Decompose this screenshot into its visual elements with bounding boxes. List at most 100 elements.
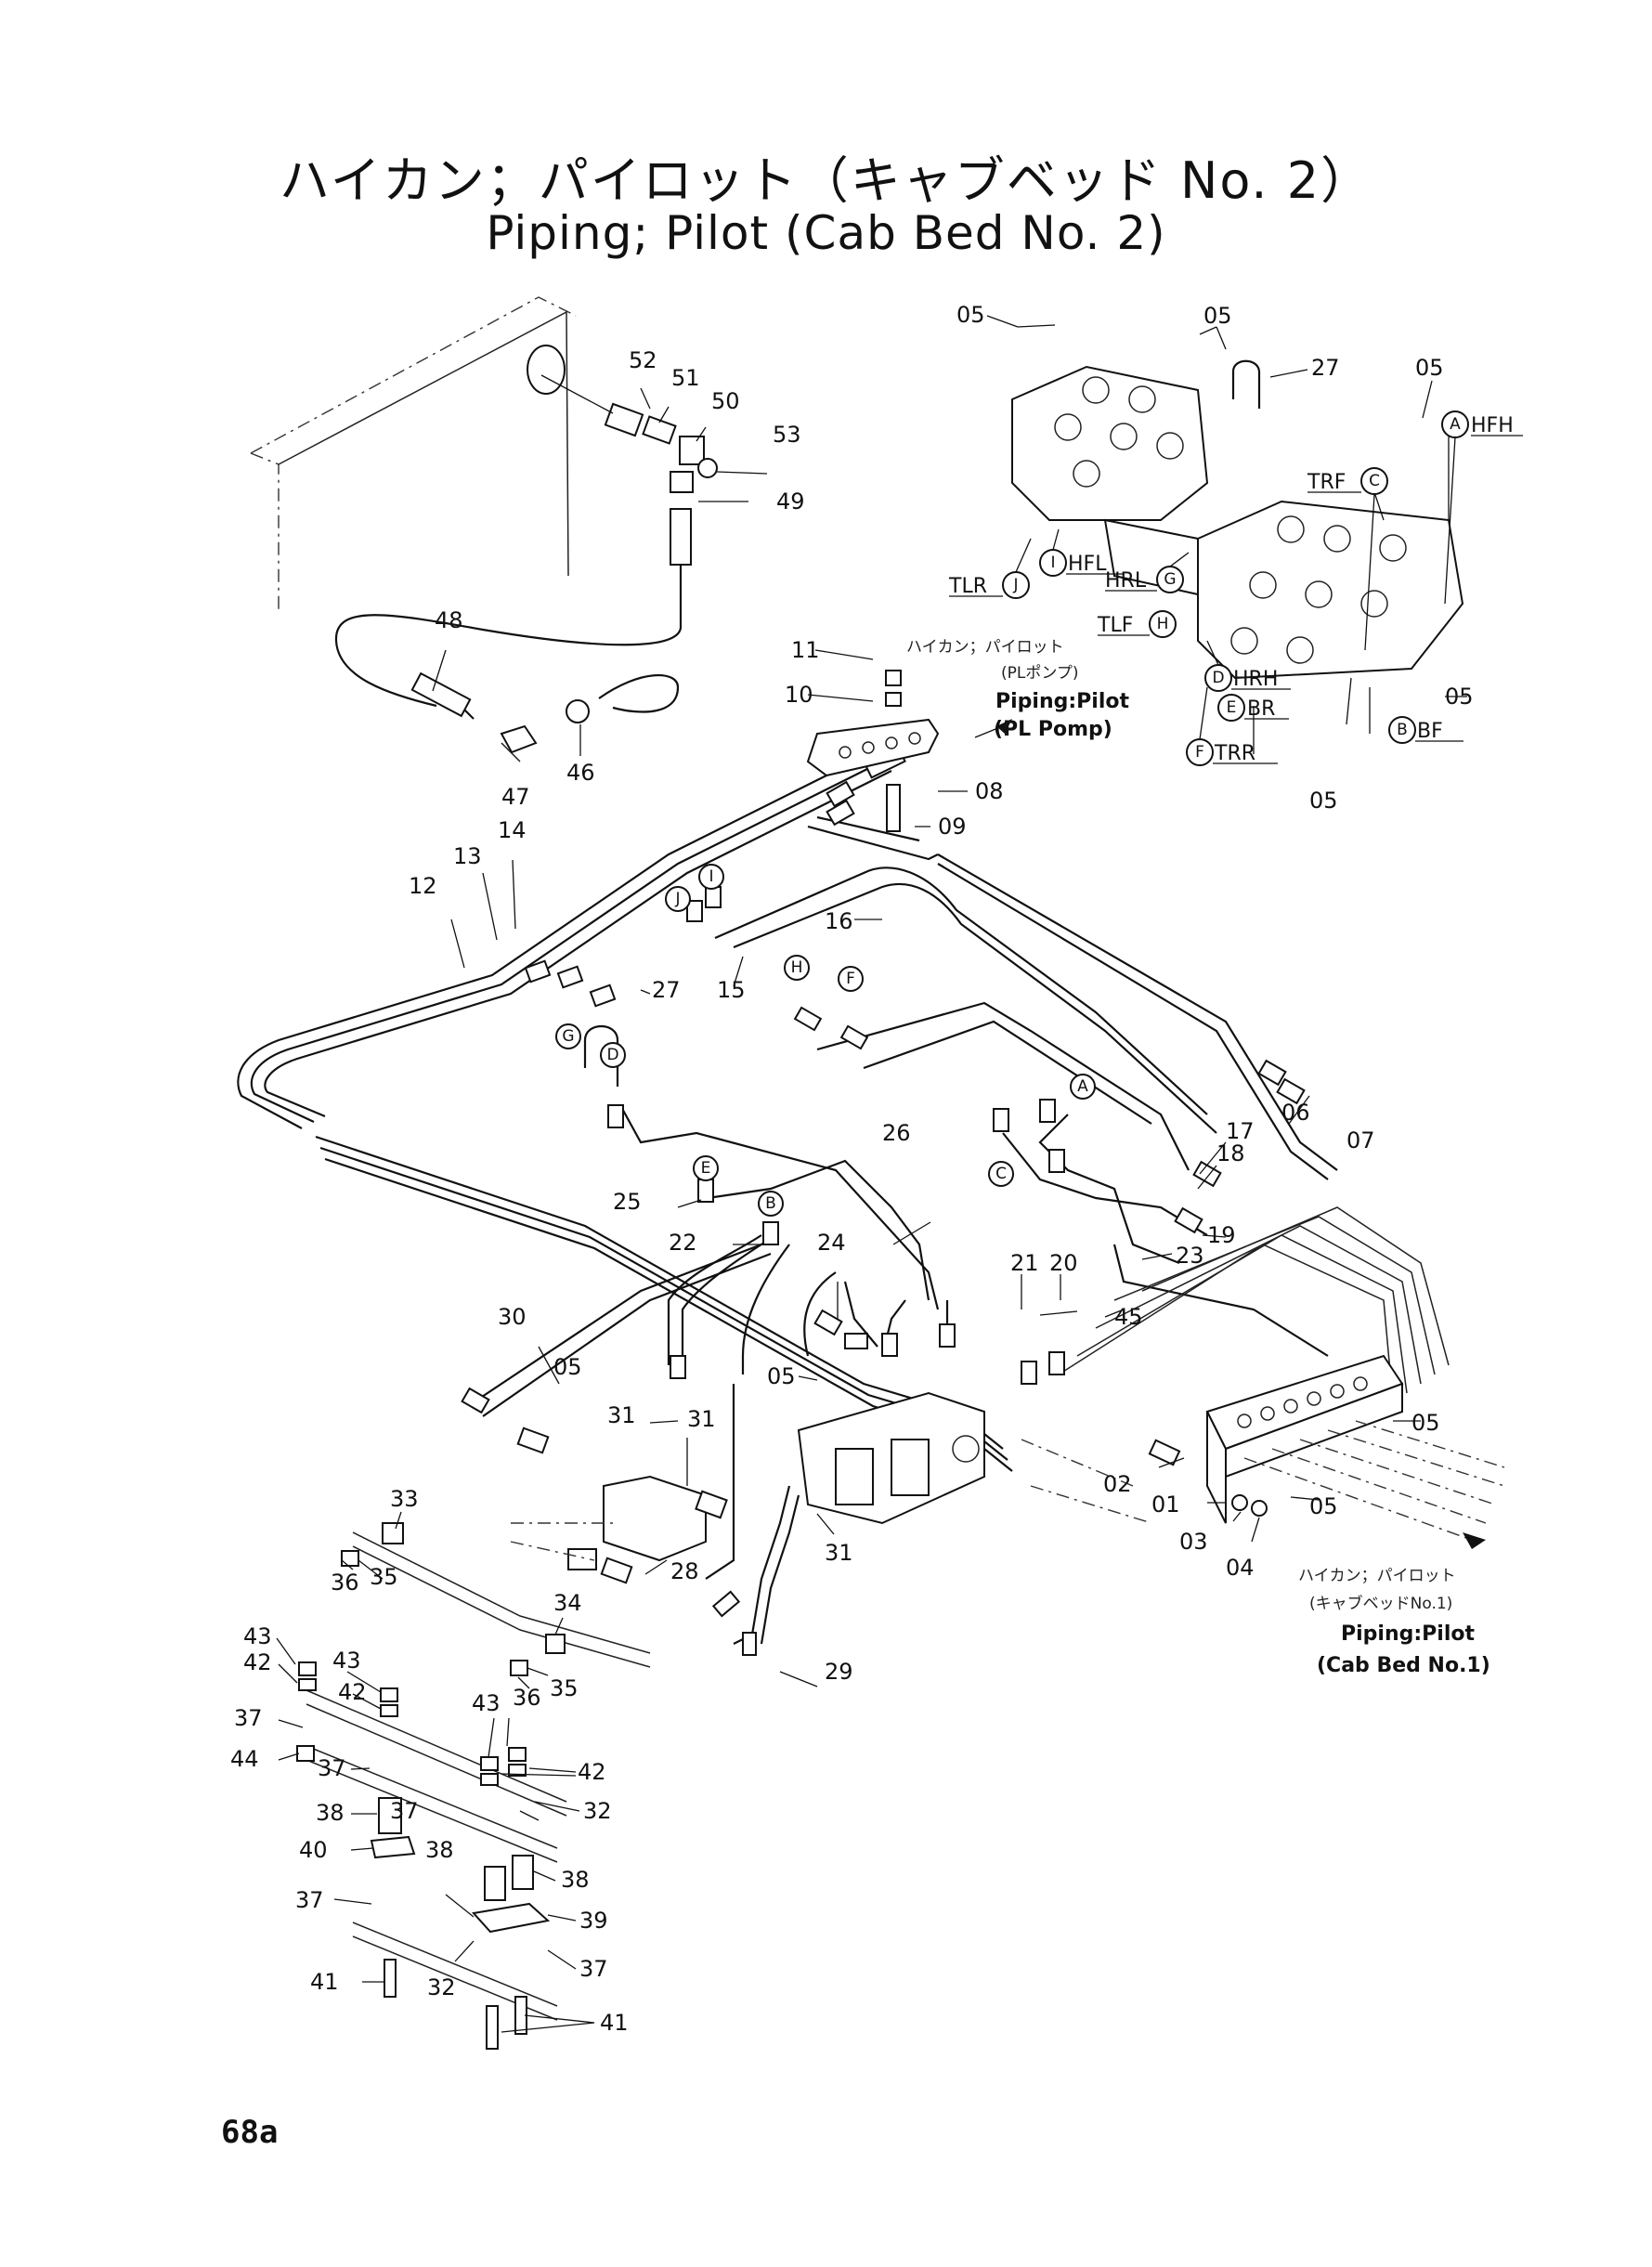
control-valve-block bbox=[1011, 359, 1464, 680]
port-name-tlr: TLR bbox=[948, 575, 987, 598]
label-p48: 48 bbox=[435, 607, 463, 633]
direction-arrows bbox=[974, 719, 1012, 738]
label-p38: 38 bbox=[561, 1867, 590, 1893]
label-p37: 37 bbox=[579, 1956, 608, 1982]
port-marker-a: A bbox=[1450, 415, 1461, 434]
pipe-end-markers: I J H F G D A C E B bbox=[555, 864, 1096, 1217]
label-p19: 19 bbox=[1207, 1222, 1236, 1248]
label-p42: 42 bbox=[338, 1679, 367, 1705]
label-p11: 11 bbox=[791, 637, 820, 663]
marker-f: F bbox=[846, 970, 855, 988]
label-p10: 10 bbox=[785, 682, 813, 708]
port-marker-h: H bbox=[1157, 615, 1169, 633]
label-p37: 37 bbox=[390, 1798, 419, 1824]
marker-b: B bbox=[765, 1194, 776, 1213]
note-cb-en-1: Piping:Pilot bbox=[1341, 1622, 1475, 1646]
label-p37: 37 bbox=[234, 1705, 263, 1731]
port-marker-i: I bbox=[1050, 554, 1055, 572]
marker-d: D bbox=[606, 1046, 618, 1064]
junction-block-plate bbox=[1148, 1354, 1505, 1549]
label-p31: 31 bbox=[825, 1540, 853, 1566]
marker-a: A bbox=[1077, 1077, 1088, 1096]
port-marker-d: D bbox=[1212, 669, 1224, 687]
label-p13: 13 bbox=[453, 843, 482, 869]
label-p05: 05 bbox=[1309, 1493, 1338, 1519]
valve-port-tags: A HFH TRF C TLR J I HFL HRL G TLF H D HR… bbox=[948, 410, 1523, 766]
marker-j: J bbox=[674, 890, 680, 908]
label-p21: 21 bbox=[1010, 1250, 1039, 1276]
label-p38: 38 bbox=[316, 1800, 345, 1826]
label-p45: 45 bbox=[1114, 1304, 1143, 1330]
port-name-tlf: TLF bbox=[1097, 614, 1133, 637]
port-name-hfh: HFH bbox=[1471, 414, 1514, 437]
label-p09: 09 bbox=[938, 814, 967, 840]
note-cb-jp-2: (キャブベッドNo.1) bbox=[1309, 1594, 1452, 1613]
port-name-trf: TRF bbox=[1307, 471, 1346, 494]
label-p32: 32 bbox=[427, 1974, 456, 2000]
port-name-hrl: HRL bbox=[1105, 569, 1147, 593]
label-p35: 35 bbox=[370, 1564, 398, 1590]
label-p43: 43 bbox=[332, 1648, 361, 1674]
leader-lines bbox=[276, 315, 1467, 2033]
label-p52: 52 bbox=[629, 347, 657, 373]
port-name-hrh: HRH bbox=[1233, 668, 1278, 691]
port-marker-c: C bbox=[1369, 472, 1380, 490]
label-p41: 41 bbox=[600, 2010, 629, 2036]
label-p05: 05 bbox=[956, 302, 985, 328]
port-name-br: BR bbox=[1247, 697, 1275, 721]
label-p15: 15 bbox=[717, 977, 746, 1003]
label-p36: 36 bbox=[331, 1570, 359, 1596]
label-p23: 23 bbox=[1176, 1243, 1204, 1269]
label-p33: 33 bbox=[390, 1486, 419, 1512]
label-p51: 51 bbox=[671, 365, 700, 391]
label-p36: 36 bbox=[513, 1685, 541, 1711]
label-p04: 04 bbox=[1226, 1555, 1255, 1581]
marker-e: E bbox=[701, 1159, 711, 1178]
note-pl-en-2: (PL Pomp) bbox=[994, 718, 1112, 741]
port-marker-g: G bbox=[1164, 570, 1176, 589]
label-p35: 35 bbox=[550, 1675, 579, 1701]
bracket-assembly bbox=[296, 1522, 651, 2050]
page-title-english: Piping; Pilot (Cab Bed No. 2) bbox=[486, 206, 1166, 260]
marker-g: G bbox=[562, 1027, 574, 1046]
label-p43: 43 bbox=[243, 1623, 272, 1649]
port-name-bf: BF bbox=[1417, 720, 1443, 743]
note-cb-jp-1: ハイカン；パイロット bbox=[1298, 1567, 1456, 1585]
label-p02: 02 bbox=[1103, 1471, 1132, 1497]
label-p05: 05 bbox=[553, 1354, 582, 1380]
marker-i: I bbox=[709, 867, 713, 886]
label-p16: 16 bbox=[825, 908, 853, 934]
label-p05: 05 bbox=[1415, 355, 1444, 381]
label-p20: 20 bbox=[1049, 1250, 1078, 1276]
port-name-hfl: HFL bbox=[1068, 553, 1107, 576]
label-p37: 37 bbox=[318, 1755, 346, 1781]
label-p29: 29 bbox=[825, 1659, 853, 1685]
label-p03: 03 bbox=[1179, 1529, 1208, 1555]
label-p53: 53 bbox=[773, 422, 801, 448]
note-pl-en-1: Piping:Pilot bbox=[995, 690, 1129, 713]
port-marker-e: E bbox=[1227, 698, 1237, 717]
label-p05: 05 bbox=[1411, 1410, 1440, 1436]
label-p14: 14 bbox=[498, 817, 527, 843]
label-p25: 25 bbox=[613, 1189, 642, 1215]
label-p38: 38 bbox=[425, 1837, 454, 1863]
cab-wall-outline bbox=[250, 296, 577, 613]
solenoid-valve-block bbox=[510, 1391, 1152, 1584]
label-p12: 12 bbox=[409, 873, 437, 899]
label-p40: 40 bbox=[299, 1837, 328, 1863]
note-pl-jp-1: ハイカン；パイロット bbox=[906, 638, 1064, 657]
label-p18: 18 bbox=[1216, 1140, 1245, 1166]
note-pl-jp-2: (PLポンプ) bbox=[1001, 664, 1078, 683]
port-marker-f: F bbox=[1195, 743, 1204, 762]
pilot-manifold-08 bbox=[806, 670, 940, 832]
label-p42: 42 bbox=[578, 1759, 606, 1785]
label-p05: 05 bbox=[1309, 788, 1338, 814]
page-number: 68a bbox=[221, 2114, 279, 2151]
label-p46: 46 bbox=[566, 760, 595, 786]
label-p31: 31 bbox=[687, 1406, 716, 1432]
label-p24: 24 bbox=[817, 1230, 846, 1256]
fittings-49-53 bbox=[540, 374, 718, 493]
port-marker-b: B bbox=[1397, 721, 1408, 739]
label-p27: 27 bbox=[1311, 355, 1340, 381]
